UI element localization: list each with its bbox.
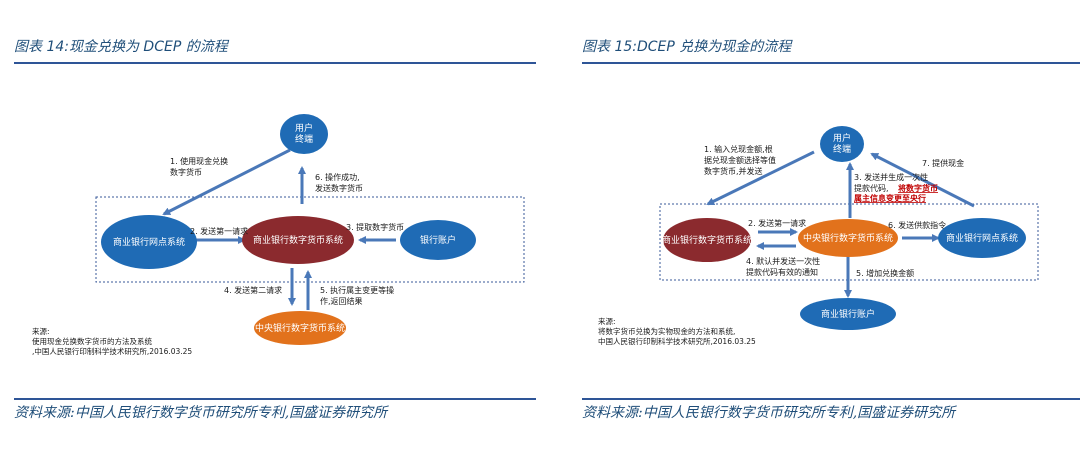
- svg-text:银行账户: 银行账户: [420, 234, 456, 246]
- figure-15-diagram: 用户 终端 商业银行数字货币系统 中央银行数字货币系统 商业银行网点系统 商业银…: [598, 126, 1039, 346]
- note-line2: ,中国人民银行印制科学技术研究所,2016.03.25: [32, 346, 192, 356]
- label-step1: 1. 使用现金兑换: [170, 156, 228, 166]
- source-rule: [582, 398, 1080, 400]
- figure-14-title: 图表 14:现金兑换为 DCEP 的流程: [14, 39, 228, 55]
- note-heading: 来源:: [32, 327, 50, 336]
- label-step1-line2: 数字货币: [170, 167, 202, 177]
- svg-text:终端: 终端: [833, 143, 851, 155]
- svg-text:中央银行数字货币系统: 中央银行数字货币系统: [255, 322, 345, 334]
- node-commercial-digital-system: 商业银行数字货币系统: [242, 216, 354, 264]
- svg-text:商业银行数字货币系统: 商业银行数字货币系统: [662, 234, 752, 246]
- system-boundary: [95, 196, 525, 283]
- note-heading: 来源:: [598, 317, 616, 326]
- svg-text:中央银行数字货币系统: 中央银行数字货币系统: [803, 232, 893, 244]
- node-commercial-bank-account: 商业银行账户: [800, 298, 896, 330]
- note-line1: 使用现金兑换数字货币的方法及系统: [32, 336, 152, 346]
- note-line1: 将数字货币兑换为实物现金的方法和系统,: [598, 326, 735, 336]
- label-step6-line2: 发送数字货币: [315, 183, 363, 193]
- label-step5-line2: 作,返回结果: [320, 296, 363, 306]
- label-step6: 6. 发送供款指令: [888, 220, 946, 230]
- label-step7: 7. 提供现金: [922, 158, 964, 168]
- label-step4: 4. 发送第二请求: [224, 285, 282, 295]
- figure-14-panel: 图表 14:现金兑换为 DCEP 的流程 用户 终端 商业银行网点系统 商业银行…: [14, 0, 536, 466]
- label-step3-highlight-line2: 属主信息变更至央行: [854, 193, 926, 203]
- figure-15-title: 图表 15:DCEP 兑换为现金的流程: [582, 39, 792, 55]
- node-commercial-digital-system: 商业银行数字货币系统: [662, 218, 752, 262]
- label-step2: 2. 发送第一请求: [748, 218, 806, 228]
- arrow-step7: [870, 152, 975, 208]
- figure-15-source: 资料来源:中国人民银行数字货币研究所专利,国盛证券研究所: [582, 405, 956, 421]
- svg-text:用户: 用户: [295, 122, 313, 134]
- node-commercial-branch-system: 商业银行网点系统: [938, 218, 1026, 258]
- label-step5: 5. 执行属主变更等操: [320, 285, 394, 295]
- label-step1-line2: 据兑现金额选择等值: [704, 155, 776, 165]
- label-step3: 3. 提取数字货币: [346, 222, 404, 232]
- label-step1: 1. 输入兑现金额,根: [704, 144, 773, 154]
- figure-14-source: 资料来源:中国人民银行数字货币研究所专利,国盛证券研究所: [14, 405, 388, 421]
- svg-text:商业银行网点系统: 商业银行网点系统: [946, 232, 1018, 244]
- svg-text:用户: 用户: [833, 132, 851, 144]
- arrow-step1: [162, 148, 291, 216]
- label-step5: 5. 增加兑换金额: [856, 268, 914, 278]
- node-central-digital-system: 中央银行数字货币系统: [254, 311, 346, 345]
- node-bank-account: 银行账户: [400, 220, 476, 260]
- title-rule: [582, 62, 1080, 64]
- note-line2: 中国人民银行印制科学技术研究所,2016.03.25: [598, 336, 756, 346]
- label-step1-line3: 数字货币,并发送: [704, 166, 763, 176]
- svg-text:商业银行数字货币系统: 商业银行数字货币系统: [253, 234, 343, 246]
- label-step4-line2: 提款代码有效的通知: [746, 267, 818, 277]
- label-step2: 2. 发送第一请求: [190, 226, 248, 236]
- label-step3-line2: 提款代码,: [854, 183, 889, 193]
- arrow-step1: [706, 150, 815, 206]
- figure-14-diagram: 用户 终端 商业银行网点系统 商业银行数字货币系统 银行账户 中央银行数字货币系…: [32, 114, 525, 356]
- svg-text:终端: 终端: [295, 133, 313, 145]
- source-rule: [14, 398, 536, 400]
- node-user-terminal: 用户 终端: [820, 126, 864, 162]
- svg-text:商业银行网点系统: 商业银行网点系统: [113, 236, 185, 248]
- label-step3-highlight: 将数字货币: [898, 183, 938, 193]
- node-user-terminal: 用户 终端: [280, 114, 328, 154]
- node-central-digital-system: 中央银行数字货币系统: [798, 219, 898, 257]
- title-rule: [14, 62, 536, 64]
- label-step4: 4. 默认并发送一次性: [746, 256, 820, 266]
- label-step6: 6. 操作成功,: [315, 172, 360, 182]
- node-commercial-branch-system: 商业银行网点系统: [101, 215, 197, 269]
- label-step3: 3. 发送并生成一次性: [854, 172, 928, 182]
- figure-15-panel: 图表 15:DCEP 兑换为现金的流程 用户 终端 商业银行数字货币系统: [582, 0, 1080, 466]
- svg-text:商业银行账户: 商业银行账户: [821, 308, 875, 320]
